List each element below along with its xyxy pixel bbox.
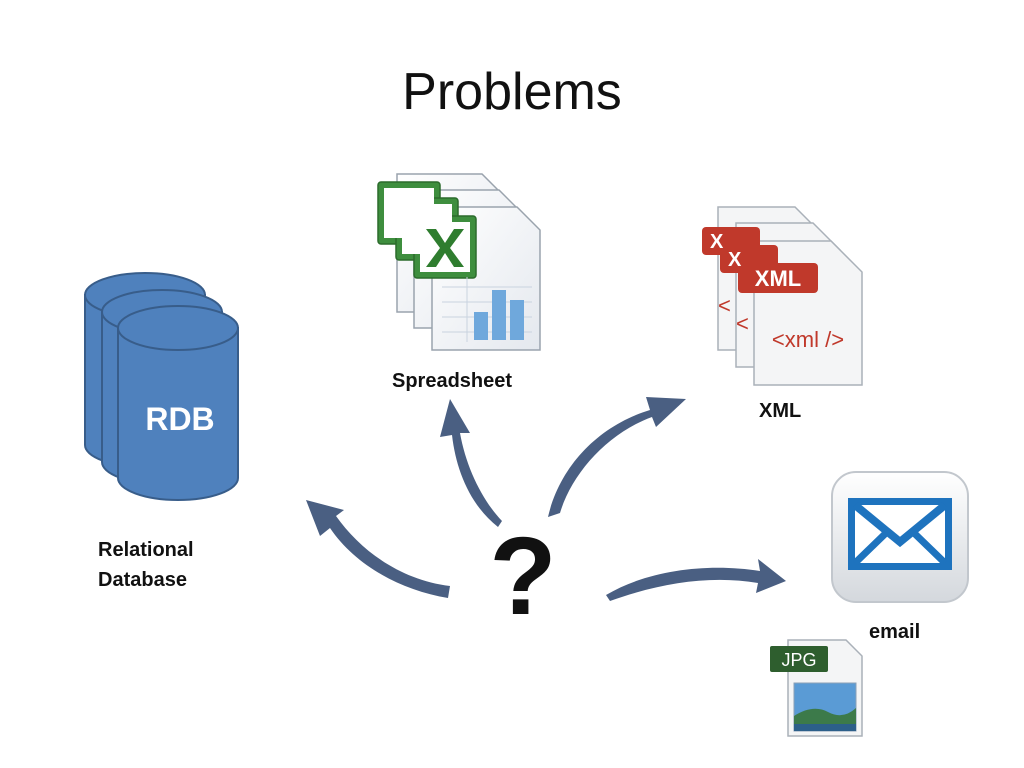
spreadsheet-label: Spreadsheet	[392, 370, 513, 392]
spreadsheet-icon	[377, 173, 541, 351]
jpg-badge-text: JPG	[781, 650, 816, 670]
xml-tag-text: <xml />	[772, 327, 844, 352]
svg-text:X: X	[710, 231, 724, 253]
xml-badge-text: XML	[755, 266, 801, 291]
rdb-icon-text: RDB	[145, 401, 214, 437]
email-label: email	[869, 621, 921, 643]
xml-file-icon: X X XML < < <xml />	[702, 206, 863, 386]
svg-text:<: <	[736, 311, 749, 336]
svg-text:<: <	[718, 293, 731, 318]
jpg-file-icon: JPG	[770, 639, 863, 737]
email-icon	[831, 471, 969, 603]
database-icon: RDB	[84, 272, 239, 501]
arrow-to-spreadsheet	[440, 399, 502, 527]
arrow-to-xml	[548, 397, 686, 517]
slide-title: Problems	[402, 63, 622, 121]
arrow-to-email	[606, 559, 786, 601]
svg-text:X: X	[728, 249, 742, 271]
arrow-to-database	[306, 500, 450, 598]
xml-label: XML	[759, 400, 802, 422]
question-mark: ?	[489, 515, 557, 638]
relational-database-label: Relational Database	[98, 535, 194, 595]
rdb-label-line2: Database	[98, 569, 187, 591]
rdb-label-line1: Relational	[98, 539, 194, 561]
